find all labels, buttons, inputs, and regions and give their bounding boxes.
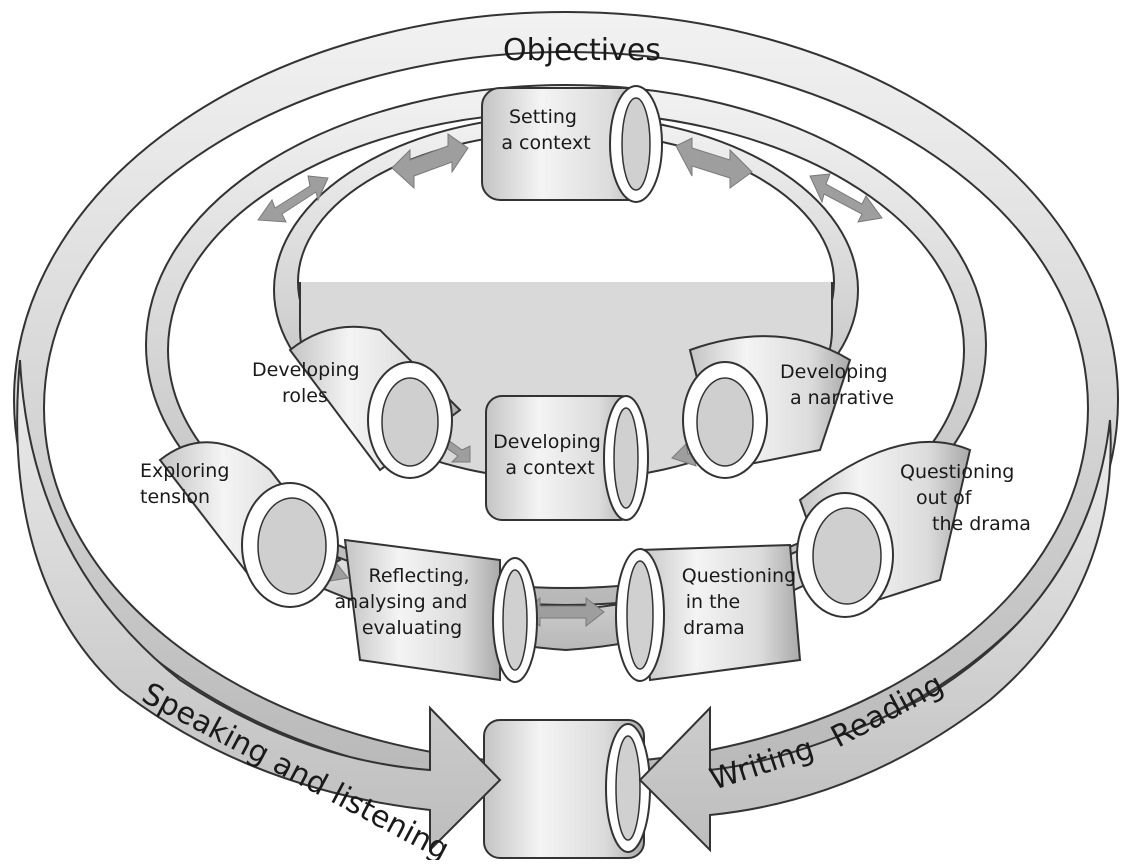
input-arrows <box>16 359 1112 853</box>
questioning-in-label: Questioning in the drama <box>682 565 802 639</box>
writing-reading-arrow <box>638 419 1112 853</box>
objectives-title: Objectives <box>503 33 661 68</box>
setting-context-label: Setting a context <box>501 106 590 154</box>
cylinder-questioning-out <box>796 440 972 618</box>
developing-narrative-label: Developing a narrative <box>780 361 894 409</box>
speaking-listening-arrow <box>16 359 502 853</box>
arrow-bottom <box>523 596 605 628</box>
arrow-top-right-2 <box>809 173 883 223</box>
developing-roles-label: Developing roles <box>252 359 366 407</box>
exploring-tension-label: Exploring tension <box>140 460 235 508</box>
cylinder-reflecting <box>343 538 538 683</box>
questioning-out-label: Questioning out of the drama <box>900 461 1031 535</box>
cylinder-setting-context <box>481 85 663 203</box>
cylinder-bottom-input <box>483 719 651 859</box>
cylinder-developing-roles <box>288 325 462 479</box>
cylinder-questioning-in <box>615 543 802 682</box>
cylinder-exploring-tension <box>158 441 342 608</box>
arrow-top-right-1 <box>675 137 753 189</box>
arrow-top-left-1 <box>391 133 469 190</box>
arrow-top-left-2 <box>257 175 329 223</box>
cylinder-developing-narrative <box>682 335 852 479</box>
cylinders <box>158 85 972 859</box>
cylinder-developing-context <box>485 395 649 521</box>
developing-context-label: Developing a context <box>493 431 607 479</box>
reflecting-label: Reflecting, analysing and evaluating <box>335 565 476 639</box>
